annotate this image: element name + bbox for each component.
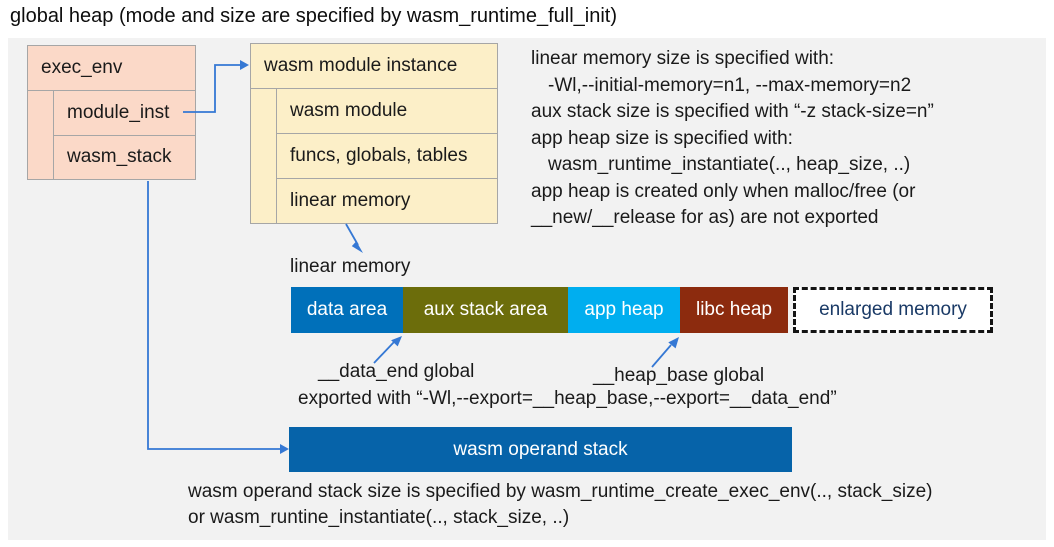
note-instantiate-call: wasm_runtime_instantiate(.., heap_size, … (548, 154, 911, 175)
note-aux-stack-size: aux stack size is specified with “-z sta… (531, 101, 934, 122)
exec-env-box: exec_env module_inst wasm_stack (27, 45, 196, 180)
exec-env-row-wasm-stack: wasm_stack (67, 146, 172, 168)
note-linear-memory-size: linear memory size is specified with: (531, 48, 835, 69)
segment-enlarged-memory: enlarged memory (793, 287, 993, 333)
module-instance-box: wasm module instance wasm module funcs, … (250, 43, 498, 224)
module-instance-gutter (251, 89, 277, 223)
exec-env-gutter (28, 91, 54, 179)
note-app-heap-created-2: __new/__release for as) are not exported (531, 207, 879, 228)
exec-env-row-module-inst: module_inst (54, 91, 195, 136)
note-app-heap-created-1: app heap is created only when malloc/fre… (531, 180, 916, 202)
operand-stack-box: wasm operand stack (289, 427, 792, 472)
segment-libc-heap: libc heap (680, 287, 788, 333)
diagram-title: global heap (mode and size are specified… (10, 5, 617, 27)
heap-base-global-label: __heap_base global (593, 365, 765, 386)
note-app-heap-size: app heap size is specified with: (531, 127, 793, 149)
operand-stack-note-line1: wasm operand stack size is specified by … (188, 481, 933, 502)
module-instance-header: wasm module instance (251, 44, 497, 89)
linear-memory-label: linear memory (290, 256, 411, 277)
segment-data-area: data area (291, 287, 403, 333)
segment-aux-stack-area: aux stack area (403, 287, 568, 333)
segment-app-heap: app heap (568, 287, 680, 333)
data-end-global-label: __data_end global (318, 361, 475, 382)
module-instance-row-linear-memory: linear memory (290, 190, 411, 211)
size-notes: linear memory size is specified with: -W… (531, 46, 1036, 232)
export-note: exported with “-Wl,--export=__heap_base,… (298, 388, 837, 409)
note-linker-flags: -Wl,--initial-memory=n1, --max-memory=n2 (548, 74, 912, 96)
exec-env-header: exec_env (28, 46, 195, 91)
module-instance-row-wasm-module: wasm module (277, 89, 497, 134)
module-instance-row-funcs-globals-tables: funcs, globals, tables (277, 134, 497, 179)
operand-stack-note-line2: or wasm_runtine_instantiate(.., stack_si… (188, 507, 570, 528)
